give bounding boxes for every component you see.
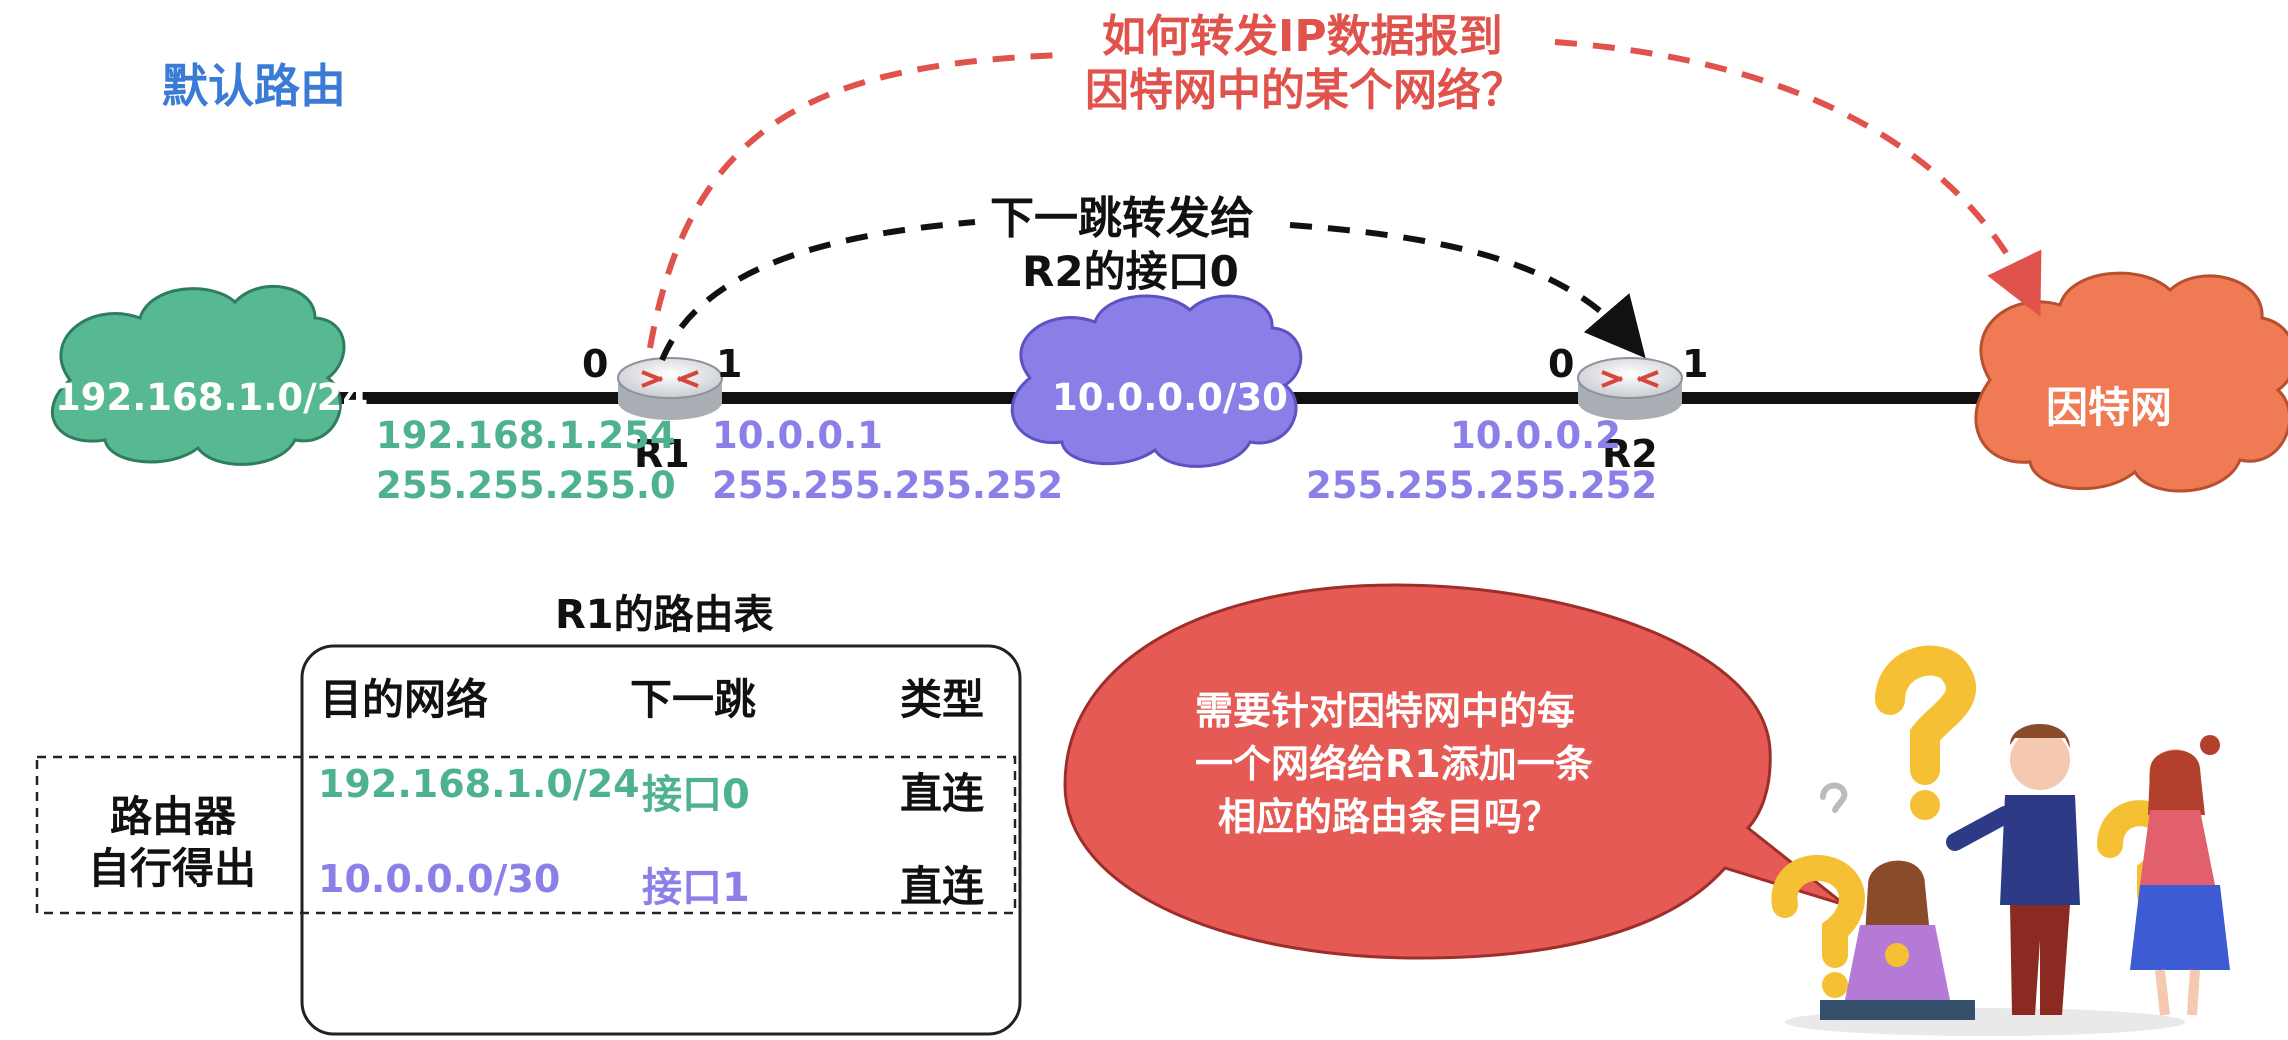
lan-network-label: 192.168.1.0/24 <box>55 376 369 419</box>
side-label-line-2: 自行得出 <box>88 844 257 893</box>
next-hop-line-2: R2的接口0 <box>1022 247 1239 296</box>
row1-destination: 192.168.1.0/24 <box>318 762 640 806</box>
r1-name: R1 <box>634 432 690 476</box>
router-r2-icon <box>1577 357 1683 420</box>
header-destination: 目的网络 <box>320 675 489 724</box>
router-r1-icon <box>617 357 723 420</box>
middle-network-label: 10.0.0.0/30 <box>1052 376 1288 419</box>
cloud-middle <box>1010 294 1303 468</box>
r1-port-1: 1 <box>716 342 743 386</box>
row2-destination: 10.0.0.0/30 <box>318 857 561 901</box>
header-type: 类型 <box>900 675 985 724</box>
red-dashed-arrow <box>647 39 2030 349</box>
red-question-line-1: 如何转发IP数据报到 <box>1102 11 1503 62</box>
row1-type: 直连 <box>900 769 985 818</box>
confused-people-illustration <box>1771 645 2230 1036</box>
direct-routes-dashed-box <box>35 755 1017 915</box>
bubble-line-3: 相应的路由条目吗？ <box>1218 795 1561 839</box>
r1-left-mask: 255.255.255.0 <box>376 464 676 507</box>
r1-port-0: 0 <box>582 342 609 386</box>
cloud-lan <box>50 285 346 466</box>
row2-type: 直连 <box>900 862 985 911</box>
r2-left-mask: 255.255.255.252 <box>1306 464 1658 507</box>
row1-next-hop: 接口0 <box>642 772 750 818</box>
page-title: 默认路由 <box>162 59 346 113</box>
red-question-line-2: 因特网中的某个网络？ <box>1085 65 1525 116</box>
header-next-hop: 下一跳 <box>630 675 757 724</box>
row2-next-hop: 接口1 <box>642 865 750 911</box>
r1-left-ip: 192.168.1.254 <box>376 414 676 457</box>
r2-left-ip: 10.0.0.2 <box>1450 414 1621 457</box>
speech-bubble <box>1063 583 1846 960</box>
internet-label: 因特网 <box>2046 383 2173 432</box>
r1-right-ip: 10.0.0.1 <box>712 414 883 457</box>
r1-right-mask: 255.255.255.252 <box>712 464 1064 507</box>
r2-name: R2 <box>1602 432 1658 476</box>
bubble-line-1: 需要针对因特网中的每 <box>1195 689 1576 733</box>
r2-port-1: 1 <box>1682 342 1709 386</box>
routing-table-frame <box>300 644 1022 1036</box>
side-label-line-1: 路由器 <box>110 792 237 841</box>
r2-port-0: 0 <box>1548 342 1575 386</box>
routing-table-title: R1的路由表 <box>555 592 774 638</box>
next-hop-line-1: 下一跳转发给 <box>990 193 1254 244</box>
black-dashed-arrow <box>659 219 1630 360</box>
bubble-line-2: 一个网络给R1添加一条 <box>1195 742 1593 786</box>
